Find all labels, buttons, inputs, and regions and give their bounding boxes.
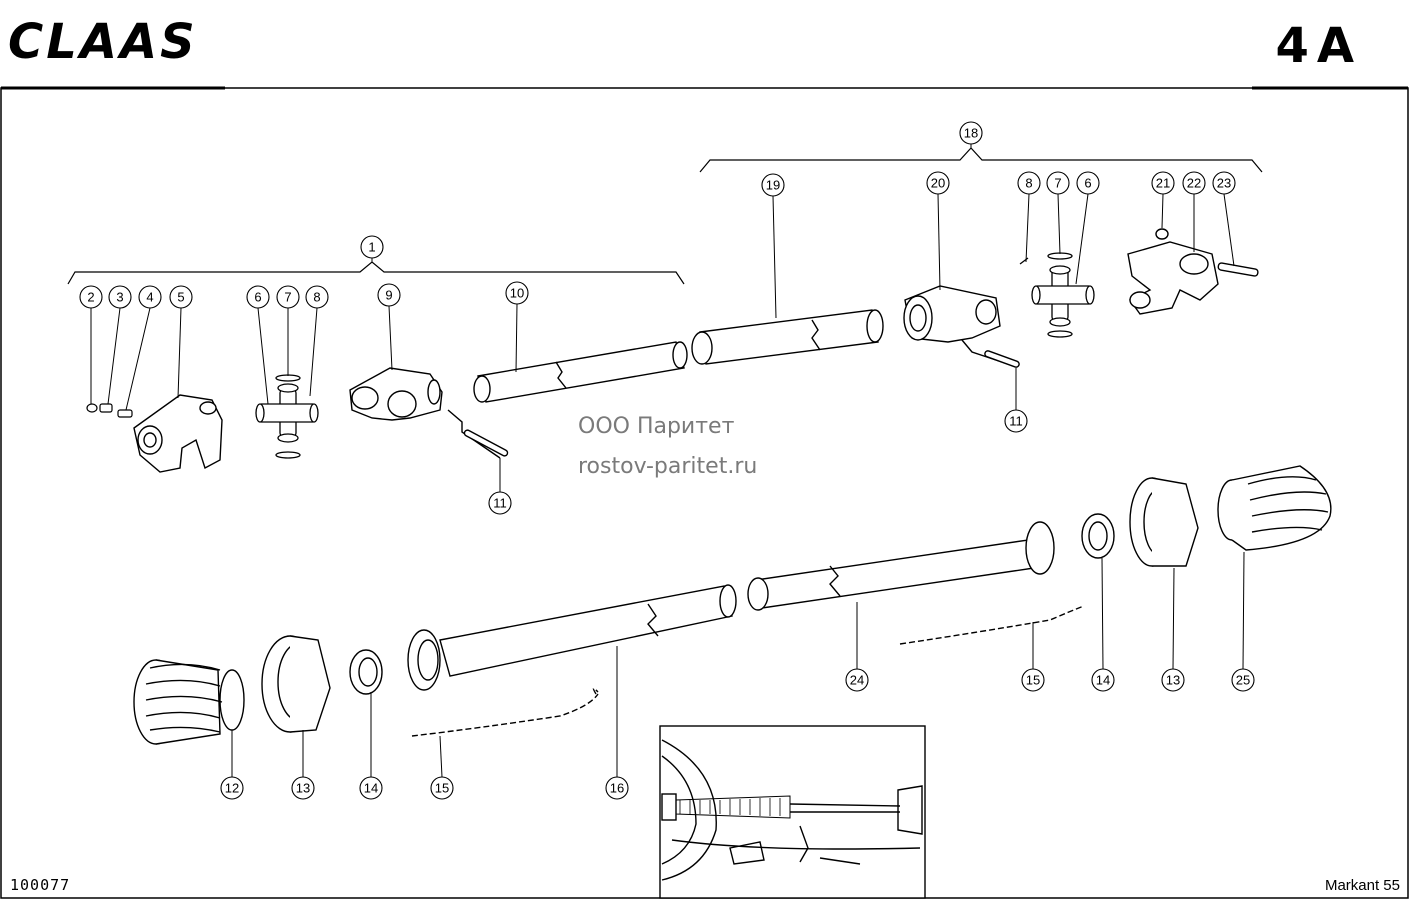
drawing-number: 100077 — [10, 876, 71, 894]
callout-6-left[interactable] — [246, 285, 270, 309]
callout-15-right-label: 15 — [1026, 673, 1040, 688]
group-bracket-18 — [699, 147, 1263, 173]
callout-8-left[interactable] — [305, 285, 329, 309]
callout-23[interactable] — [1212, 171, 1236, 195]
callout-19[interactable] — [761, 173, 785, 197]
callout-12-label: 12 — [225, 781, 239, 796]
callout-20[interactable] — [926, 171, 950, 195]
callout-10[interactable] — [505, 281, 529, 305]
outer-profile-tube — [691, 309, 884, 365]
watermark-url: rostov-paritet.ru — [578, 454, 758, 479]
universal-joint-cross-left — [255, 374, 319, 459]
protective-cone-left — [133, 659, 245, 745]
callout-13-right-label: 13 — [1166, 673, 1180, 688]
watermark-company: ООО Паритет — [578, 414, 735, 439]
callout-7-left-label: 7 — [284, 290, 291, 305]
bearing-ring-left — [261, 635, 331, 733]
callout-9-label: 9 — [385, 288, 392, 303]
callout-25-label: 25 — [1236, 673, 1250, 688]
callout-15-left-label: 15 — [435, 781, 449, 796]
inner-guard-tube — [747, 521, 1055, 611]
callout-18-label: 18 — [964, 126, 978, 141]
callout-14-left[interactable] — [359, 776, 383, 800]
brand-logo: CLAAS — [8, 14, 198, 70]
callout-21-label: 21 — [1156, 176, 1170, 191]
group-bracket-1 — [67, 261, 685, 285]
callout-1-label: 1 — [368, 240, 375, 255]
callout-14-right[interactable] — [1091, 668, 1115, 692]
callout-18[interactable] — [959, 121, 983, 145]
model-name: Markant 55 — [1324, 877, 1400, 894]
safety-chain-right — [899, 605, 1085, 645]
callout-4-label: 4 — [146, 290, 153, 305]
callout-8-right[interactable] — [1017, 171, 1041, 195]
callout-9[interactable] — [377, 283, 401, 307]
callout-23-label: 23 — [1217, 176, 1231, 191]
callout-11-right-label: 11 — [1009, 414, 1023, 429]
callout-8-right-label: 8 — [1025, 176, 1032, 191]
inner-yoke-part — [133, 394, 223, 473]
callout-14-left-label: 14 — [364, 781, 378, 796]
callout-7-right[interactable] — [1046, 171, 1070, 195]
callout-14-right-label: 14 — [1096, 673, 1110, 688]
callout-3[interactable] — [108, 285, 132, 309]
callout-13-right[interactable] — [1161, 668, 1185, 692]
callout-21[interactable] — [1151, 171, 1175, 195]
callout-7-right-label: 7 — [1054, 176, 1061, 191]
callout-16-label: 16 — [610, 781, 624, 796]
callout-13-left[interactable] — [291, 776, 315, 800]
callout-6-right-label: 6 — [1084, 176, 1091, 191]
callout-20-label: 20 — [931, 176, 945, 191]
callout-2-label: 2 — [87, 290, 94, 305]
callout-24[interactable] — [845, 668, 869, 692]
bearing-ring-right — [1129, 477, 1199, 567]
callout-25[interactable] — [1231, 668, 1255, 692]
callout-8-left-label: 8 — [313, 290, 320, 305]
callout-10-label: 10 — [510, 286, 524, 301]
callout-6-right[interactable] — [1076, 171, 1100, 195]
retaining-ring-left — [349, 649, 383, 695]
callout-2[interactable] — [79, 285, 103, 309]
callout-3-label: 3 — [116, 290, 123, 305]
callout-22-label: 22 — [1187, 176, 1201, 191]
callout-5-label: 5 — [177, 290, 184, 305]
callout-13-left-label: 13 — [296, 781, 310, 796]
callout-19-label: 19 — [766, 178, 780, 193]
outer-guard-tube — [407, 584, 737, 691]
leader-lines — [90, 144, 1245, 778]
universal-joint-cross-right — [1019, 252, 1095, 338]
callout-15-right[interactable] — [1021, 668, 1045, 692]
callout-5[interactable] — [169, 285, 193, 309]
safety-chain-left — [411, 687, 599, 737]
installation-inset — [659, 725, 926, 899]
callout-11-left-label: 11 — [493, 496, 507, 511]
callout-4[interactable] — [138, 285, 162, 309]
callout-11-right[interactable] — [1004, 409, 1028, 433]
retaining-ring-right — [1081, 513, 1115, 559]
tube-yoke-part — [903, 285, 1020, 368]
callout-15-left[interactable] — [430, 776, 454, 800]
callout-12[interactable] — [220, 776, 244, 800]
front-yoke-part — [1127, 228, 1259, 315]
callout-22[interactable] — [1182, 171, 1206, 195]
grease-nipple-part — [86, 403, 133, 418]
callout-16[interactable] — [605, 776, 629, 800]
callout-1[interactable] — [360, 235, 384, 259]
inner-profile-tube — [473, 341, 688, 403]
callout-7-left[interactable] — [276, 285, 300, 309]
callout-11-left[interactable] — [488, 491, 512, 515]
outer-yoke-part — [349, 367, 509, 459]
callout-24-label: 24 — [850, 673, 864, 688]
protective-cone-right — [1217, 465, 1332, 551]
page-code: 4A — [1275, 18, 1362, 74]
callout-6-left-label: 6 — [254, 290, 261, 305]
